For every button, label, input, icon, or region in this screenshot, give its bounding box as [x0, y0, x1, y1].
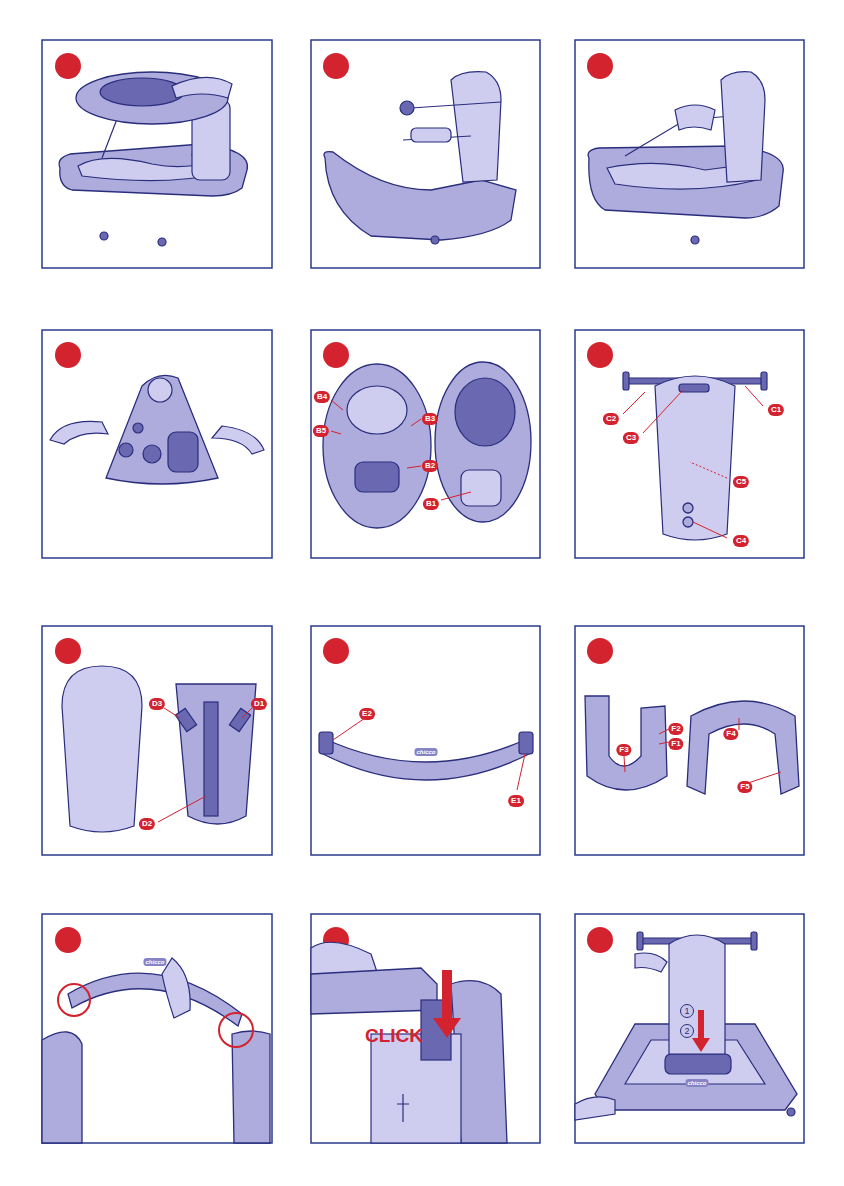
step-number: 1 [680, 1004, 694, 1018]
callout-label: E1 [508, 795, 524, 807]
brand-logo: chicco [685, 1079, 708, 1087]
callout-label: C2 [603, 413, 619, 425]
callout-label: B5 [313, 425, 329, 437]
callout-label: F1 [668, 738, 683, 750]
callout-label: D1 [251, 698, 267, 710]
step-number: 2 [680, 1024, 694, 1038]
callout-label: C5 [733, 476, 749, 488]
brand-logo: chicco [414, 748, 437, 756]
callout-label: B2 [422, 460, 438, 472]
brand-logo: chicco [143, 958, 166, 966]
callout-label: C4 [733, 535, 749, 547]
callout-label: B3 [422, 413, 438, 425]
click-note: CLICK [365, 1026, 423, 1045]
callout-label: D3 [149, 698, 165, 710]
callout-label: B1 [423, 498, 439, 510]
callout-label: E2 [359, 708, 375, 720]
callout-label: F2 [668, 723, 683, 735]
callout-label: F5 [737, 781, 752, 793]
callout-label: F4 [723, 728, 738, 740]
callout-label: F3 [616, 744, 631, 756]
callout-label: C1 [768, 404, 784, 416]
callout-label: C3 [623, 432, 639, 444]
callout-label: B4 [314, 391, 330, 403]
callout-label: D2 [139, 818, 155, 830]
